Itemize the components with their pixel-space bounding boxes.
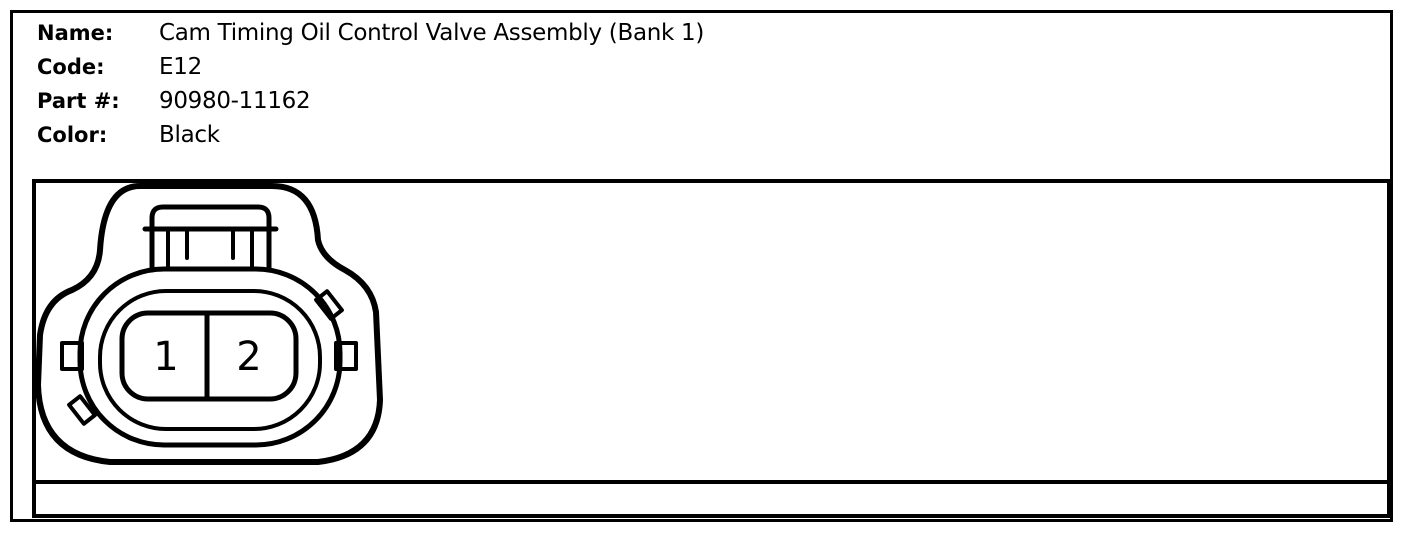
- part-label: Part #:: [37, 89, 120, 113]
- connector-info-frame: [10, 10, 1393, 522]
- color-value: Black: [159, 122, 220, 148]
- pin-2-label: 2: [236, 334, 261, 380]
- color-label: Color:: [37, 123, 108, 147]
- code-value: E12: [159, 54, 202, 80]
- code-label: Code:: [37, 55, 105, 79]
- part-value: 90980-11162: [159, 88, 311, 114]
- name-value: Cam Timing Oil Control Valve Assembly (B…: [159, 20, 705, 46]
- name-label: Name:: [37, 21, 114, 45]
- footer-divider: [32, 480, 1391, 484]
- connector-diagram-frame: [32, 179, 1391, 518]
- pin-1-label: 1: [153, 334, 178, 380]
